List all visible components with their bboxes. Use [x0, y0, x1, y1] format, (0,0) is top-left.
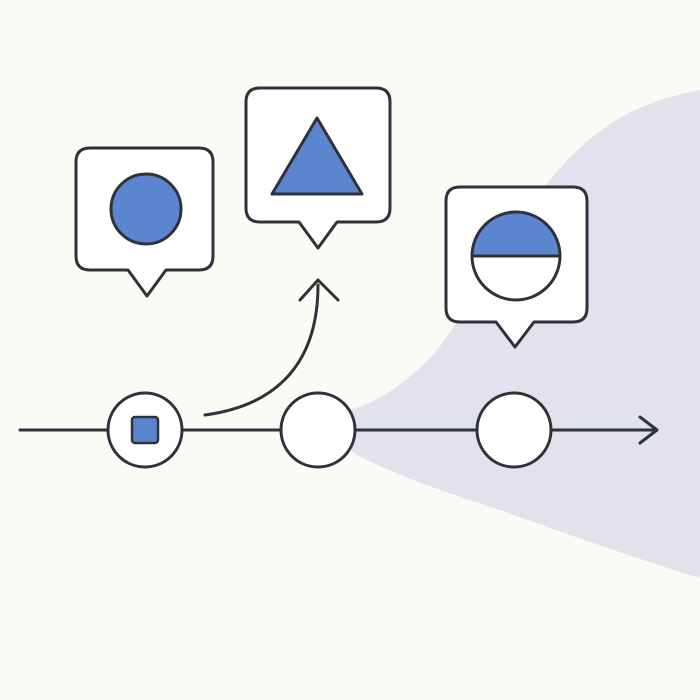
callout-2 — [244, 86, 392, 250]
curved-connector — [203, 283, 320, 417]
timeline-node-3 — [475, 391, 553, 469]
callout-3 — [444, 185, 589, 349]
circle-icon — [109, 172, 183, 246]
callout-1 — [74, 146, 215, 298]
square-icon — [130, 415, 160, 445]
timeline-node-1 — [106, 391, 184, 469]
arrowhead-icon — [298, 278, 340, 302]
half-filled-circle-icon — [470, 210, 562, 302]
arrowhead-icon — [638, 415, 659, 445]
triangle-icon — [270, 116, 364, 196]
timeline-node-2 — [279, 391, 357, 469]
